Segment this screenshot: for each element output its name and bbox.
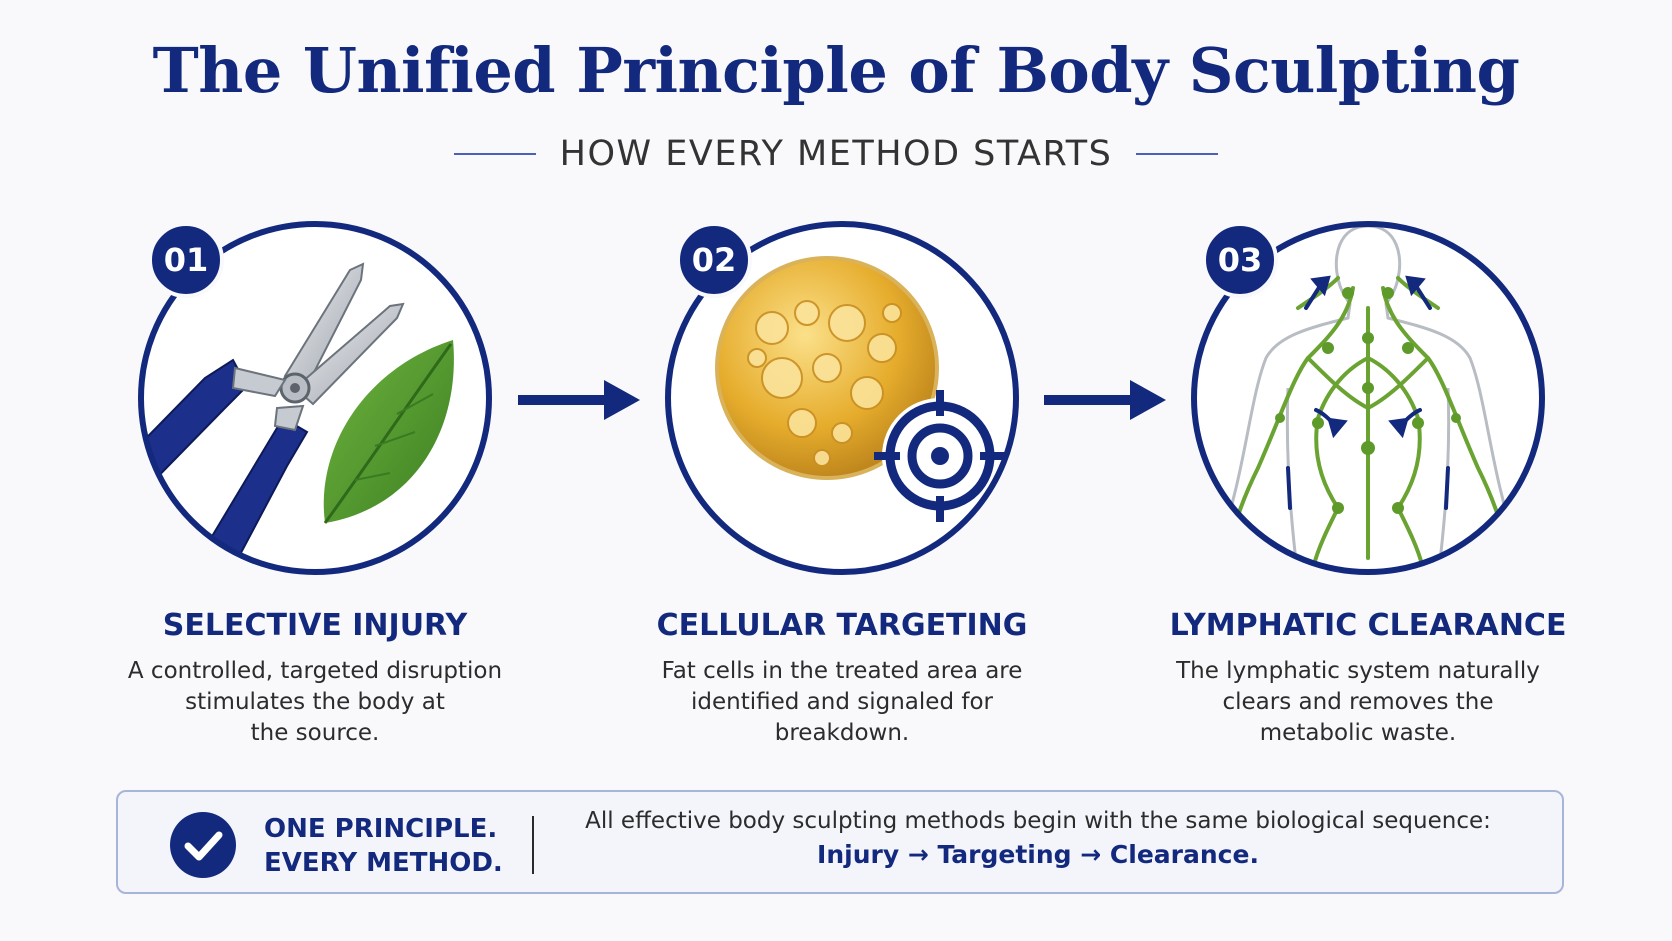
arrow-right-icon: [518, 380, 640, 420]
subtitle-rule-right: [1136, 153, 1219, 155]
step-2-description: Fat cells in the treated area are identi…: [661, 658, 1023, 746]
fat-cell-target-icon: [665, 221, 1019, 575]
step-2-title: CELLULAR TARGETING: [656, 608, 1028, 643]
subtitle-rule-left: [453, 153, 536, 155]
step-1-circle: [135, 218, 495, 578]
summary-divider: [532, 816, 534, 874]
summary-text: All effective body sculpting methods beg…: [558, 808, 1518, 869]
step-1-title: SELECTIVE INJURY: [162, 608, 468, 643]
page-title: The Unified Principle of Body Sculpting: [152, 34, 1520, 107]
step-1-description: A controlled, targeted disruption stimul…: [127, 658, 503, 746]
crosshair-target-icon: [874, 390, 1006, 522]
pruning-shears-leaf-icon: [138, 221, 492, 575]
checkmark-icon: [170, 812, 236, 878]
summary-heading: ONE PRINCIPLE. EVERY METHOD.: [264, 814, 503, 878]
step-3-badge: 03: [1202, 222, 1278, 298]
lymphatic-body-icon: [1191, 221, 1545, 575]
step-2-badge: 02: [676, 222, 752, 298]
subtitle-row: HOW EVERY METHOD STARTS: [0, 132, 1672, 176]
arrow-right-icon: [1044, 380, 1166, 420]
step-3-circle: [1188, 218, 1548, 578]
step-1-badge: 01: [148, 222, 224, 298]
step-2-circle: [662, 218, 1022, 578]
step-3-title: LYMPHATIC CLEARANCE: [1169, 608, 1567, 643]
summary-sequence: Injury → Targeting → Clearance.: [817, 840, 1259, 869]
step-3-description: The lymphatic system naturally clears an…: [1176, 658, 1540, 746]
summary-box: ONE PRINCIPLE. EVERY METHOD. All effecti…: [116, 790, 1564, 894]
page-subtitle: HOW EVERY METHOD STARTS: [559, 134, 1113, 174]
